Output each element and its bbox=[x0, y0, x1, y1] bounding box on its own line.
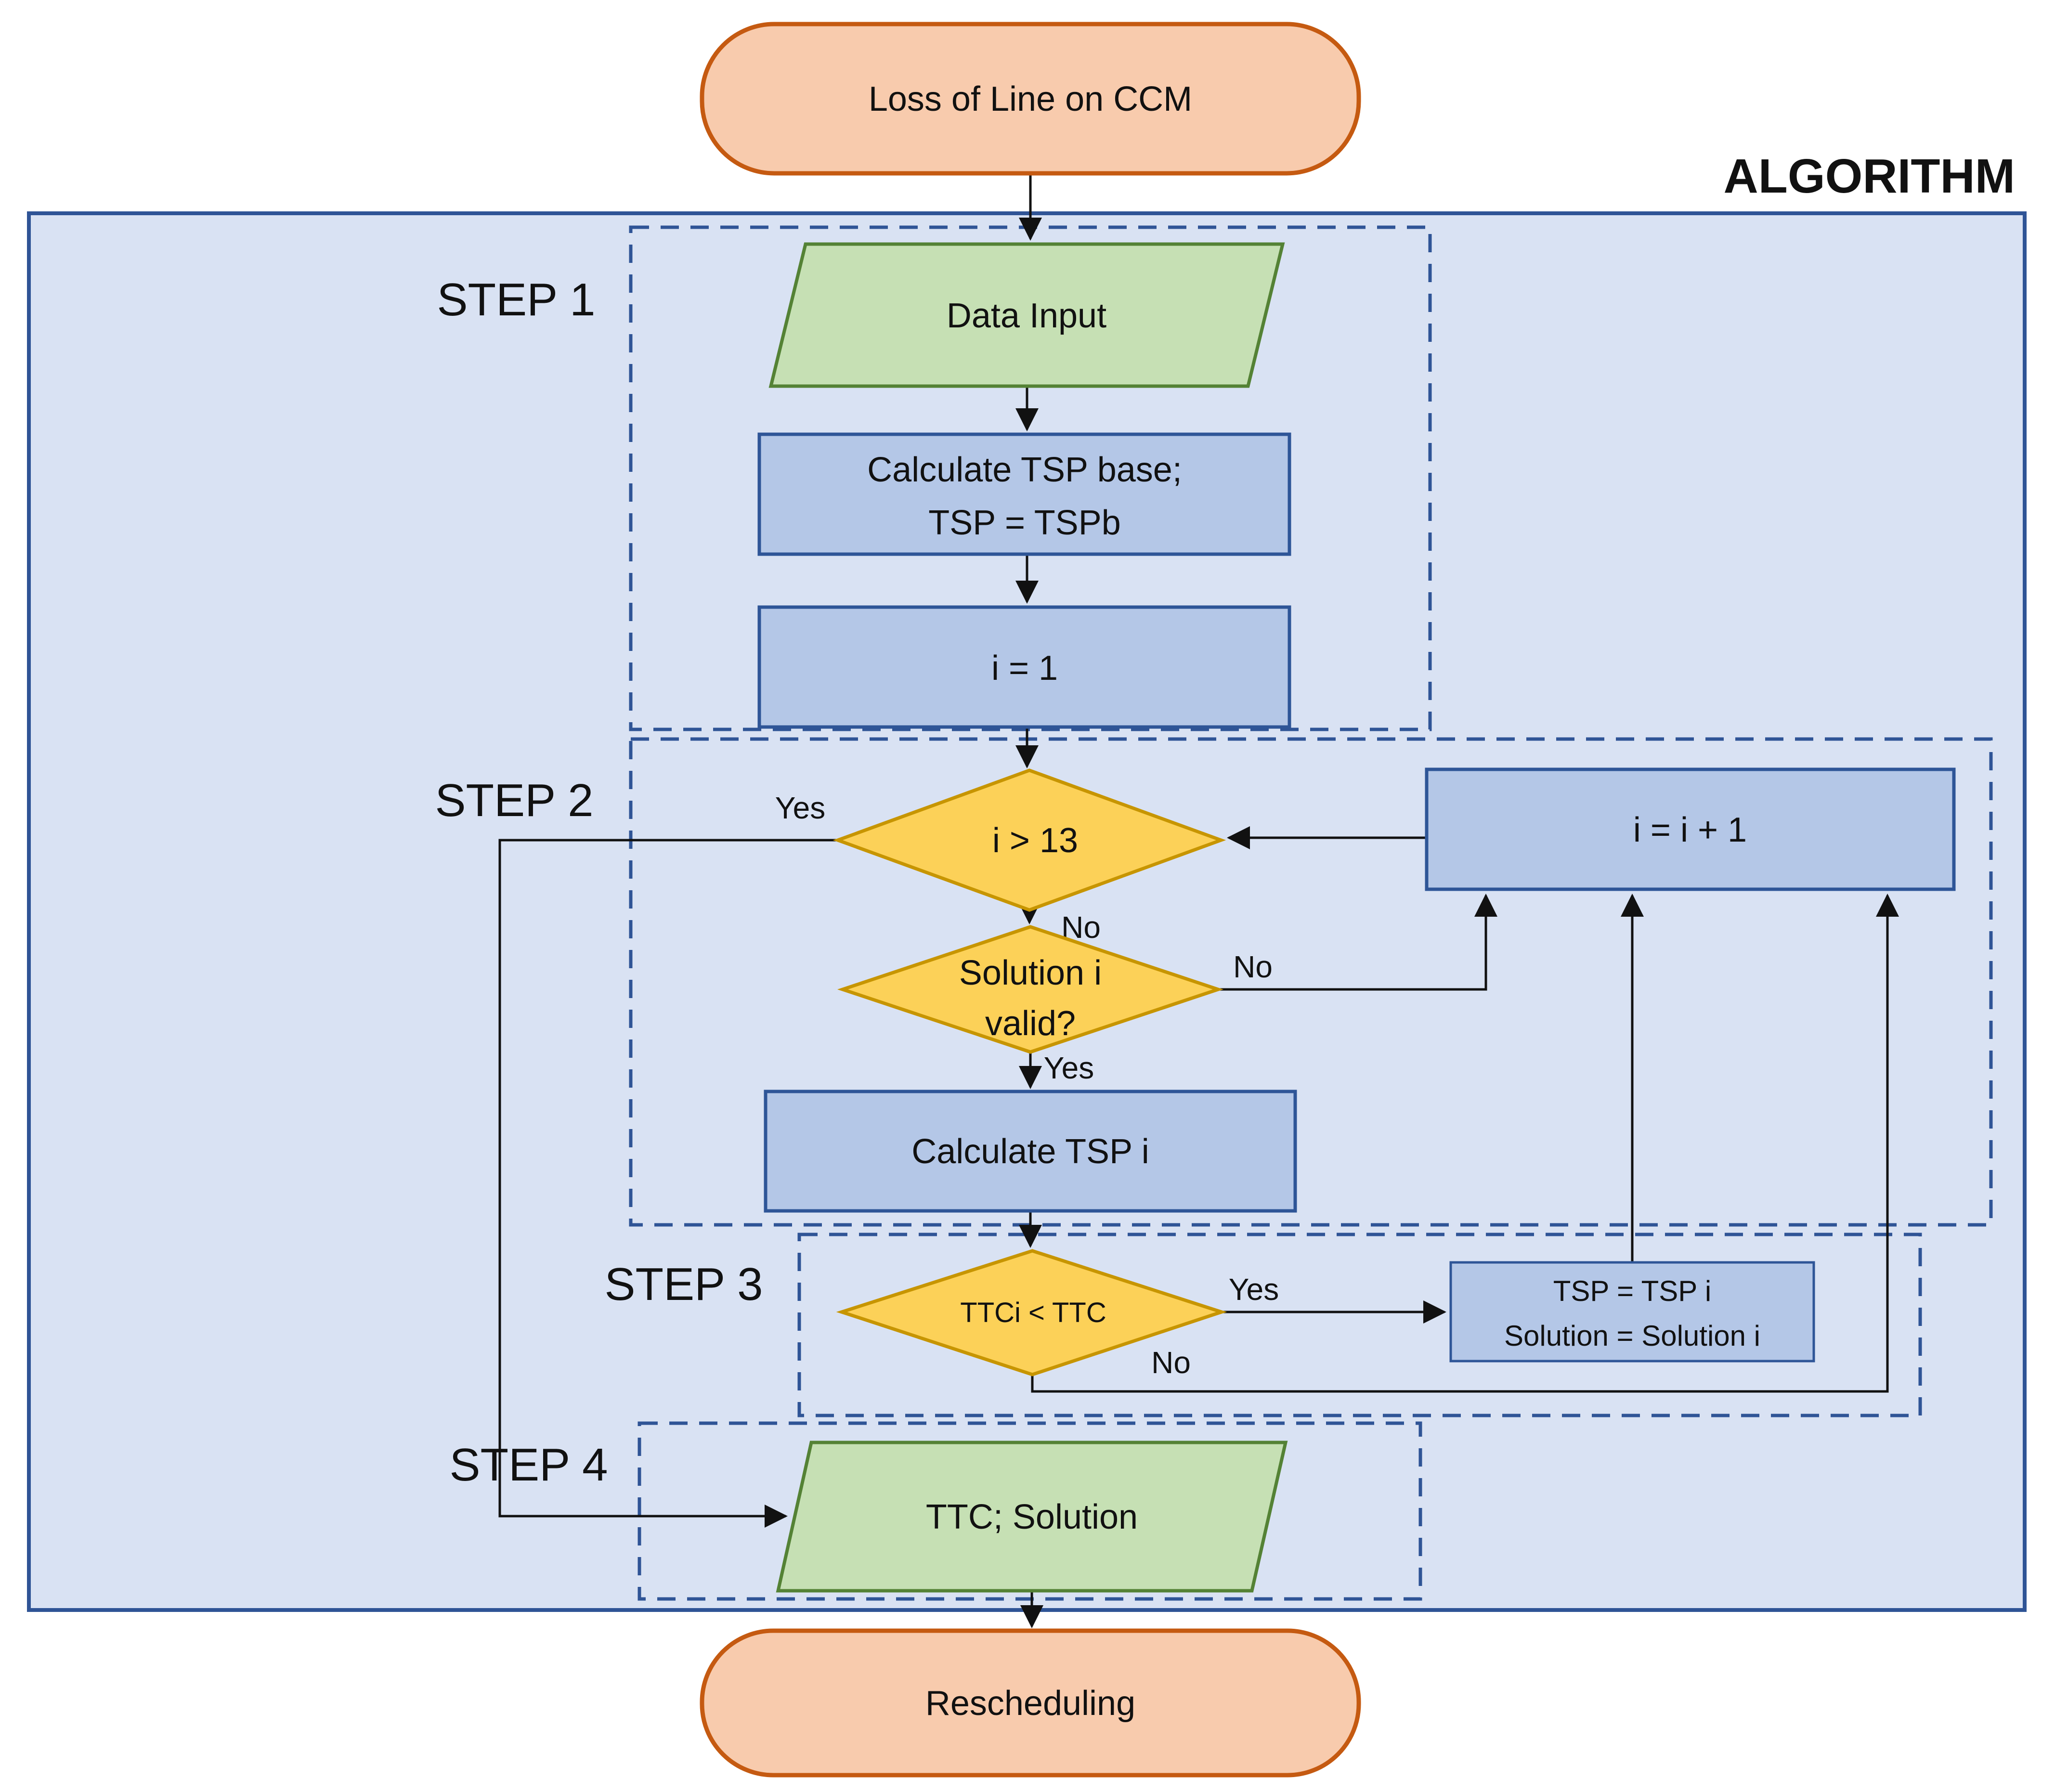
increment-label: i = i + 1 bbox=[1633, 811, 1747, 849]
node-output: TTC; Solution bbox=[776, 1441, 1288, 1593]
step4-frame bbox=[637, 1421, 1422, 1601]
edge-checksolution-no-to-increment bbox=[1218, 894, 1497, 991]
data-input-label: Data Input bbox=[947, 297, 1106, 335]
node-update-solution: TSP = TSP i Solution = Solution i bbox=[1449, 1261, 1815, 1363]
update-solution-shape bbox=[1449, 1261, 1815, 1363]
node-check-ttc: TTCi < TTC bbox=[836, 1249, 1227, 1376]
update-solution-label-line2: Solution = Solution i bbox=[1504, 1320, 1760, 1352]
node-data-input: Data Input bbox=[768, 242, 1285, 388]
init-shape bbox=[757, 605, 1291, 729]
calc-tsp-i-label: Calculate TSP i bbox=[911, 1132, 1149, 1171]
output-shape bbox=[776, 1441, 1288, 1593]
node-calc-tsp-i: Calculate TSP i bbox=[764, 1090, 1297, 1213]
node-end: Rescheduling bbox=[700, 1628, 1361, 1778]
node-check-solution: Solution i valid? bbox=[837, 925, 1224, 1054]
step3-frame bbox=[797, 1233, 1922, 1417]
node-increment: i = i + 1 bbox=[1425, 767, 1956, 891]
edges bbox=[498, 174, 1899, 1628]
increment-shape bbox=[1425, 767, 1956, 891]
init-label: i = 1 bbox=[991, 649, 1058, 688]
start-terminator-shape bbox=[700, 22, 1361, 176]
check-solution-label-line1: Solution i bbox=[959, 954, 1102, 992]
check-iterations-shape bbox=[832, 768, 1226, 912]
calc-tsp-i-shape bbox=[764, 1090, 1297, 1213]
start-terminator-label: Loss of Line on CCM bbox=[869, 80, 1192, 118]
node-check-iterations: i > 13 bbox=[832, 768, 1226, 912]
edge-checkiterations-yes-to-output bbox=[498, 839, 838, 1528]
label-d3-no: No bbox=[1151, 1345, 1191, 1380]
node-init: i = 1 bbox=[757, 605, 1291, 729]
output-label: TTC; Solution bbox=[926, 1498, 1138, 1536]
node-calc-tsp-base: Calculate TSP base; TSP = TSPb bbox=[757, 432, 1291, 556]
calc-tsp-base-shape bbox=[757, 432, 1291, 556]
check-solution-label-line2: valid? bbox=[985, 1004, 1076, 1043]
check-ttc-shape bbox=[836, 1249, 1227, 1376]
end-terminator-label: Rescheduling bbox=[925, 1684, 1135, 1723]
check-solution-shape bbox=[837, 925, 1224, 1054]
check-ttc-label: TTCi < TTC bbox=[960, 1297, 1106, 1328]
step2-label: STEP 2 bbox=[435, 775, 593, 826]
label-d2-no: No bbox=[1233, 949, 1273, 984]
step2-frame bbox=[629, 737, 1993, 1227]
edge-checkttc-no-to-increment bbox=[1031, 894, 1899, 1393]
end-terminator-shape bbox=[700, 1628, 1361, 1778]
check-iterations-label: i > 13 bbox=[992, 821, 1078, 860]
page-title: ALGORITHM bbox=[1724, 149, 2015, 203]
data-input-shape bbox=[768, 242, 1285, 388]
step1-label: STEP 1 bbox=[437, 274, 595, 325]
step3-label: STEP 3 bbox=[604, 1259, 763, 1310]
label-d3-yes: Yes bbox=[1229, 1272, 1279, 1307]
step4-label: STEP 4 bbox=[449, 1439, 608, 1491]
update-solution-label-line1: TSP = TSP i bbox=[1553, 1275, 1712, 1307]
label-d2-yes: Yes bbox=[1044, 1051, 1094, 1085]
calc-tsp-base-label-line2: TSP = TSPb bbox=[928, 504, 1121, 542]
node-start: Loss of Line on CCM bbox=[700, 22, 1361, 176]
label-d1-yes: Yes bbox=[775, 791, 825, 825]
calc-tsp-base-label-line1: Calculate TSP base; bbox=[867, 451, 1182, 489]
